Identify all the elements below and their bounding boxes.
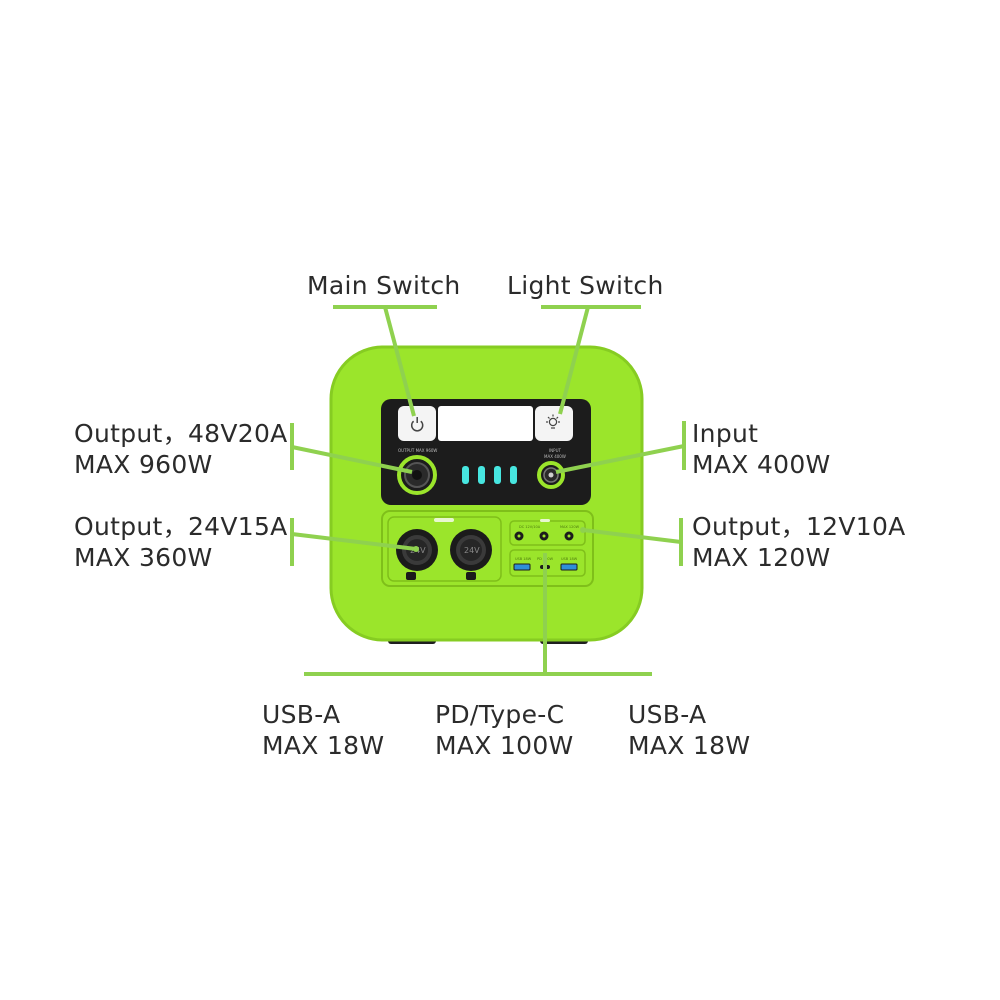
- usb-a-left-max: MAX 18W: [262, 731, 385, 760]
- callout-output-12v-label: Output，12V10A MAX 120W: [692, 511, 906, 573]
- output-48v-spec: Output，48V20A: [74, 419, 288, 448]
- callout-input-label: Input MAX 400W: [692, 418, 831, 480]
- dc-5521-ports: [514, 531, 574, 541]
- main-switch-button[interactable]: [398, 406, 436, 441]
- input-max: MAX 400W: [692, 450, 831, 479]
- usb-a-port-left: [513, 563, 531, 571]
- callout-main-switch-label: Main Switch: [307, 271, 461, 300]
- callout-output-12v-leader: [582, 528, 682, 544]
- output-12v-spec: Output，12V10A: [692, 512, 906, 541]
- battery-bar: [510, 466, 517, 484]
- battery-indicator: [462, 466, 517, 484]
- input-panel-label-2: MAX 400W: [544, 454, 566, 459]
- output-48v-max: MAX 960W: [74, 450, 213, 479]
- callout-output-48v-leader: [291, 445, 413, 474]
- callout-lines: [290, 305, 686, 676]
- output-panel-label: OUTPUT MAX 960W: [398, 448, 437, 453]
- callout-pd-type-c-label: PD/Type-C MAX 100W: [435, 699, 574, 761]
- light-bulb-icon: [546, 414, 560, 429]
- callout-usb-a-left-label: USB-A MAX 18W: [262, 699, 384, 761]
- usb-panel-label-1: USB 18W: [515, 557, 532, 561]
- battery-bar: [494, 466, 501, 484]
- socket-label-right: 24V: [464, 546, 480, 555]
- callout-input-leader: [555, 444, 685, 474]
- output-24v-max: MAX 360W: [74, 543, 213, 572]
- usb-a-left-title: USB-A: [262, 700, 341, 729]
- usb-a-right-title: USB-A: [628, 700, 707, 729]
- usb-a-right-max: MAX 18W: [628, 731, 751, 760]
- input-socket-ring: [537, 461, 565, 489]
- callout-output-48v-label: Output，48V20A MAX 960W: [74, 418, 288, 480]
- input-panel-label-1: INPUT: [549, 448, 562, 453]
- power-icon: [411, 417, 424, 432]
- pd-type-c-title: PD/Type-C: [435, 700, 565, 729]
- input-title: Input: [692, 419, 759, 448]
- output-panel-lower: [381, 510, 594, 587]
- output-12v-max: MAX 120W: [692, 543, 831, 572]
- usb-panel: [509, 549, 586, 577]
- socket-bay: [387, 516, 502, 582]
- pd-type-c-max: MAX 100W: [435, 731, 574, 760]
- output-24v-socket-right: 24V: [450, 529, 492, 580]
- display-screen: [438, 406, 533, 441]
- output-24v-spec: Output，24V15A: [74, 512, 288, 541]
- light-switch-button[interactable]: [535, 406, 573, 441]
- dc-panel-label-2: MAX 120W: [560, 525, 580, 529]
- device-body-shade: [329, 345, 644, 642]
- callout-usb-a-right-label: USB-A MAX 18W: [628, 699, 750, 761]
- callout-light-switch-leader: [558, 306, 590, 415]
- callout-main-switch-leader: [383, 306, 416, 417]
- usb-panel-label-3: USB 18W: [561, 557, 578, 561]
- callout-light-switch-label: Light Switch: [507, 271, 664, 300]
- battery-bar: [478, 466, 485, 484]
- callout-output-24v-label: Output，24V15A MAX 360W: [74, 511, 288, 573]
- callout-output-24v-leader: [291, 532, 417, 551]
- usb-a-port-right: [560, 563, 578, 571]
- output-48v-socket-ring: [397, 455, 437, 495]
- dc-panel-label-1: DC 12V/10A: [519, 525, 541, 529]
- battery-bar: [462, 466, 469, 484]
